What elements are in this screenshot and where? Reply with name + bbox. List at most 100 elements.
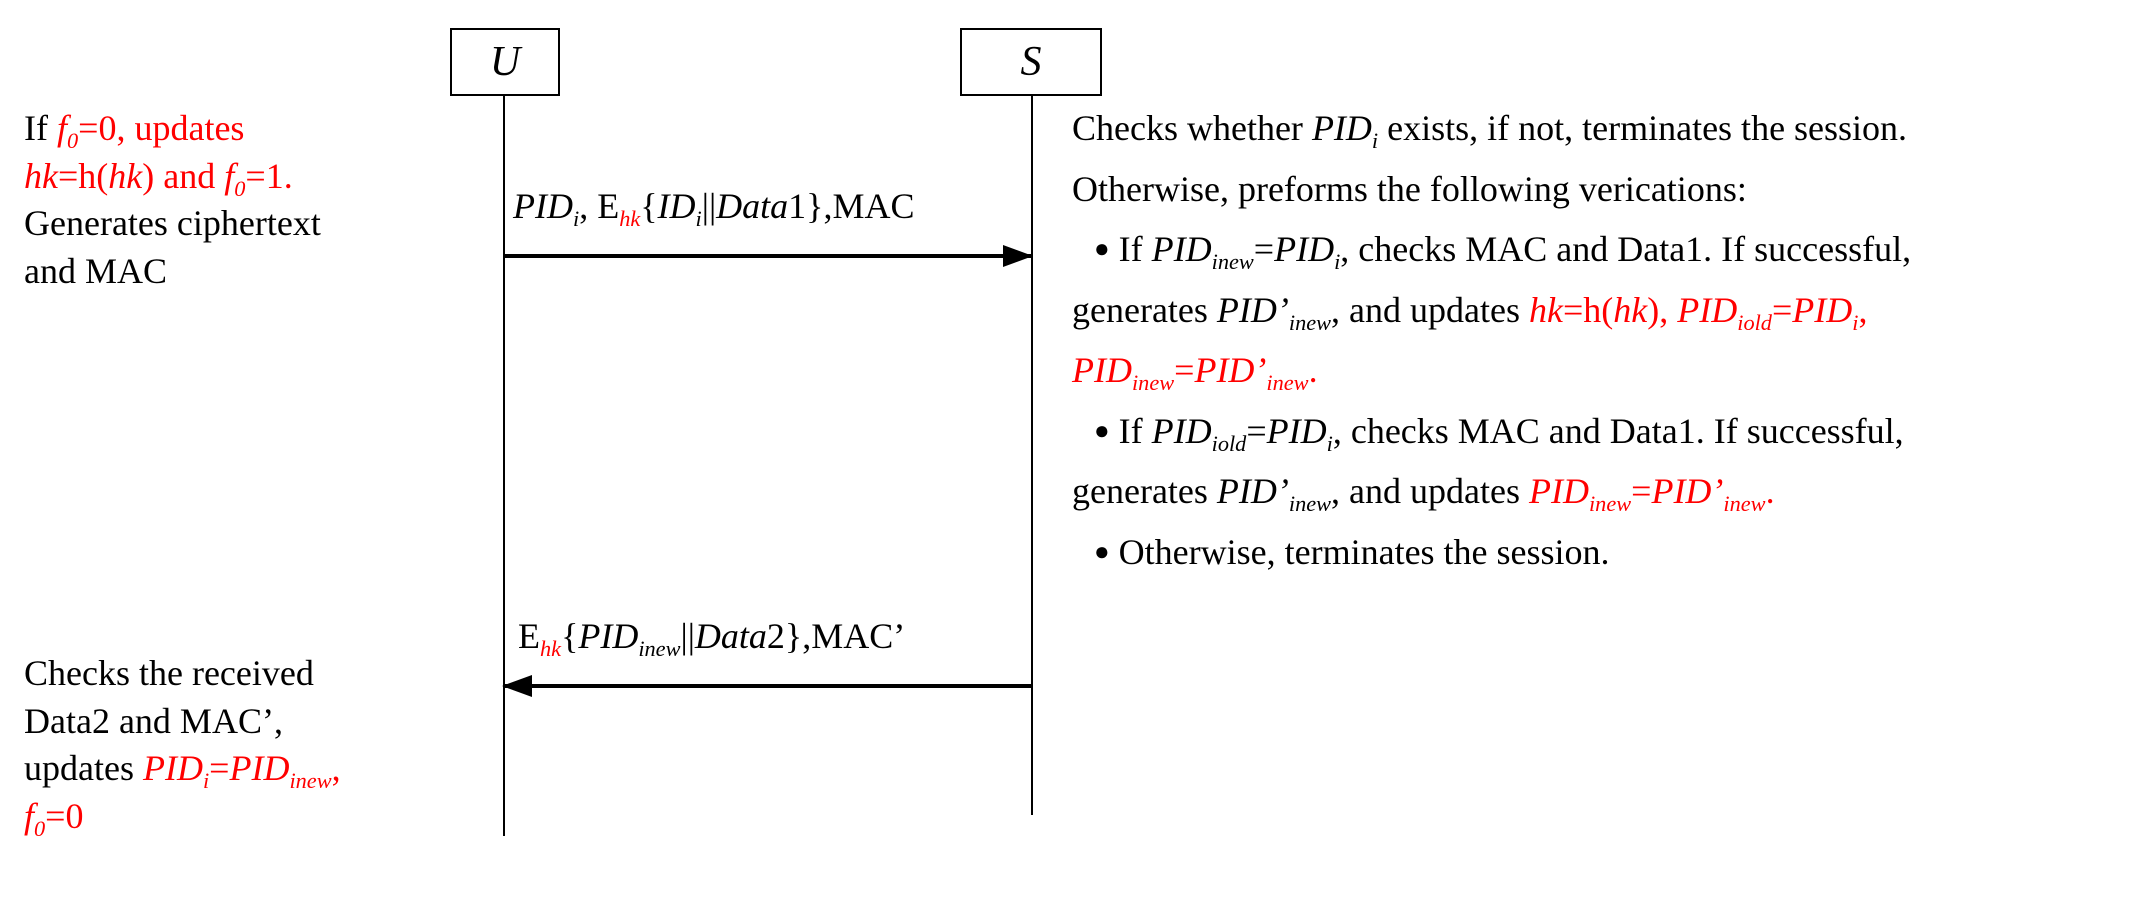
- lifeline-user: [503, 96, 505, 836]
- nsb2b-pid-prime-red: PID’: [1651, 471, 1724, 512]
- nsb2-pid2-sub: i: [1326, 430, 1333, 456]
- nsb1c-pid-prime: PID’: [1194, 350, 1267, 391]
- nsb2b-mid: , and updates: [1331, 471, 1529, 512]
- arrow-head-left-icon: [502, 675, 532, 697]
- actor-label-user: U: [489, 39, 521, 85]
- note-user-bottom-line-2: Data2 and MAC’,: [24, 700, 283, 741]
- nsb1b-hk-eq: =h(: [1562, 289, 1614, 330]
- msg2-concat: ||: [680, 616, 695, 656]
- note-server-bullet-1-line-1: ● If PIDinew=PIDi, checks MAC and Data1.…: [1072, 226, 2150, 274]
- msg1-comma: ,: [579, 186, 598, 226]
- nut1-rest: =0, updates: [78, 108, 245, 148]
- nsb1-pid1: PID: [1151, 229, 1212, 270]
- msg1-enc: E: [597, 186, 620, 226]
- note-user-bottom-line-1: Checks the received: [24, 653, 314, 693]
- note-server-bullet-3: ● Otherwise, terminates the session.: [1072, 529, 2150, 577]
- note-server-line-2: Otherwise, preforms the following verica…: [1072, 168, 1747, 209]
- nub4-tail: =0: [45, 795, 84, 836]
- nsb1c-eq: =: [1174, 350, 1195, 391]
- msg2-enc-key-sub: hk: [540, 636, 562, 662]
- actor-box-server: S: [960, 28, 1102, 96]
- note-server-bullet-1-line-3: PIDinew=PID’inew.: [1072, 347, 2150, 395]
- msg1-id-sub: i: [695, 206, 702, 232]
- lifeline-server: [1031, 96, 1033, 815]
- nsb1-eq: =: [1253, 229, 1275, 270]
- nsb2-pid1: PID: [1151, 410, 1212, 451]
- ns1-prefix: Checks whether: [1072, 108, 1312, 148]
- nub4-f-sub: 0: [34, 815, 46, 841]
- nut2-f: f: [224, 155, 235, 196]
- ns1-suffix: exists, if not, terminates the session.: [1378, 108, 1908, 148]
- nsb2-pid1-sub: iold: [1211, 430, 1247, 456]
- nub3-pid1-sub: i: [202, 768, 210, 794]
- ns1-pid-sub: i: [1371, 128, 1379, 154]
- note-user-bottom-line-3: updates PIDi=PIDinew,: [24, 745, 464, 793]
- msg1-data-num: 1: [788, 186, 807, 226]
- note-server: Checks whether PIDi exists, if not, term…: [1072, 105, 2150, 576]
- nsb1c-period: .: [1308, 350, 1318, 391]
- note-user-top-line-4: and MAC: [24, 250, 167, 291]
- nsb1b-eq: =: [1771, 289, 1793, 330]
- note-server-spacer-5: [1072, 395, 2150, 408]
- nsb1b-pid-old: PID: [1677, 289, 1738, 330]
- msg1-concat: ||: [701, 186, 717, 226]
- note-server-bullet-2-line-2: generates PID’inew, and updates PIDinew=…: [1072, 468, 2150, 516]
- nub3-eq: =: [209, 748, 230, 789]
- note-server-bullet-2-line-1: ● If PIDiold=PIDi, checks MAC and Data1.…: [1072, 408, 2150, 456]
- note-server-spacer-4: [1072, 334, 2150, 347]
- note-user-bottom: Checks the received Data2 and MAC’, upda…: [24, 650, 464, 840]
- note-server-spacer-7: [1072, 516, 2150, 529]
- nut2-tail: =1.: [245, 155, 293, 196]
- bullet-icon: ●: [1094, 536, 1110, 566]
- nsb1b-prefix: generates: [1072, 289, 1217, 330]
- nsb1b-pid-i: PID: [1792, 289, 1853, 330]
- msg1-tail: ,MAC: [823, 186, 915, 226]
- note-server-line-1: Checks whether PIDi exists, if not, term…: [1072, 105, 2150, 153]
- note-server-spacer-1: [1072, 153, 2150, 166]
- note-server-bullet-1-line-2: generates PID’inew, and updates hk=h(hk)…: [1072, 287, 2150, 335]
- nut2-f-sub: 0: [234, 175, 246, 201]
- msg2-close-brace: }: [784, 616, 803, 656]
- msg2-data-num: 2: [766, 616, 785, 656]
- note-server-spacer-3: [1072, 274, 2150, 287]
- note-user-top-line-3: Generates ciphertext: [24, 203, 321, 244]
- nsb1b-hk: hk: [1529, 289, 1563, 330]
- msg1-close-brace: }: [806, 186, 824, 226]
- nsb1-pid2-sub: i: [1334, 249, 1341, 275]
- bullet-icon: ●: [1094, 233, 1110, 263]
- msg1-enc-key-sub: hk: [619, 206, 641, 232]
- msg1-pid: PID: [513, 186, 573, 226]
- nsb1-prefix: If: [1109, 229, 1152, 270]
- note-user-top: If f0=0, updates hk=h(hk) and f0=1. Gene…: [24, 105, 444, 295]
- nsb2-pid2: PID: [1266, 410, 1327, 451]
- actor-label-server: S: [1020, 39, 1042, 85]
- msg2-pid: PID: [578, 616, 639, 656]
- nsb2b-pid-new: PID: [1529, 471, 1589, 512]
- nsb2b-pid-new-sub: inew: [1588, 491, 1632, 517]
- msg1-open-brace: {: [640, 186, 658, 226]
- note-user-bottom-line-4: f0=0: [24, 793, 464, 841]
- nsb1b-pid-i-sub: i: [1852, 309, 1859, 335]
- nsb2b-pid-prime-red-sub: inew: [1723, 491, 1766, 517]
- message-label-response: Ehk{PIDinew||Data2},MAC’: [518, 616, 906, 660]
- nsb2b-pid-prime-sub: inew: [1288, 491, 1332, 517]
- nut2-close: ) and: [142, 155, 225, 196]
- msg2-enc: E: [518, 616, 540, 656]
- nsb1-pid2: PID: [1274, 229, 1335, 270]
- nsb1b-comma: ,: [1858, 289, 1868, 330]
- message-arrow-request: [503, 245, 1033, 267]
- msg2-open-brace: {: [561, 616, 579, 656]
- nsb2b-period: .: [1765, 471, 1775, 512]
- nut2-eq: =h(: [57, 155, 109, 196]
- note-user-top-line-1: If f0=0, updates: [24, 105, 444, 153]
- nsb2b-prefix: generates: [1072, 471, 1217, 512]
- nsb1c-pid-new-sub: inew: [1131, 370, 1175, 396]
- nsb1b-pid-prime: PID’: [1216, 289, 1289, 330]
- msg2-tail: ,MAC’: [802, 616, 906, 656]
- bullet-icon: ●: [1094, 415, 1110, 445]
- message-arrow-response: [502, 675, 1032, 697]
- message-label-request: PIDi, Ehk{IDi||Data1},MAC: [513, 186, 915, 230]
- nub4-f: f: [24, 795, 35, 836]
- note-user-top-line-2: hk=h(hk) and f0=1.: [24, 153, 444, 201]
